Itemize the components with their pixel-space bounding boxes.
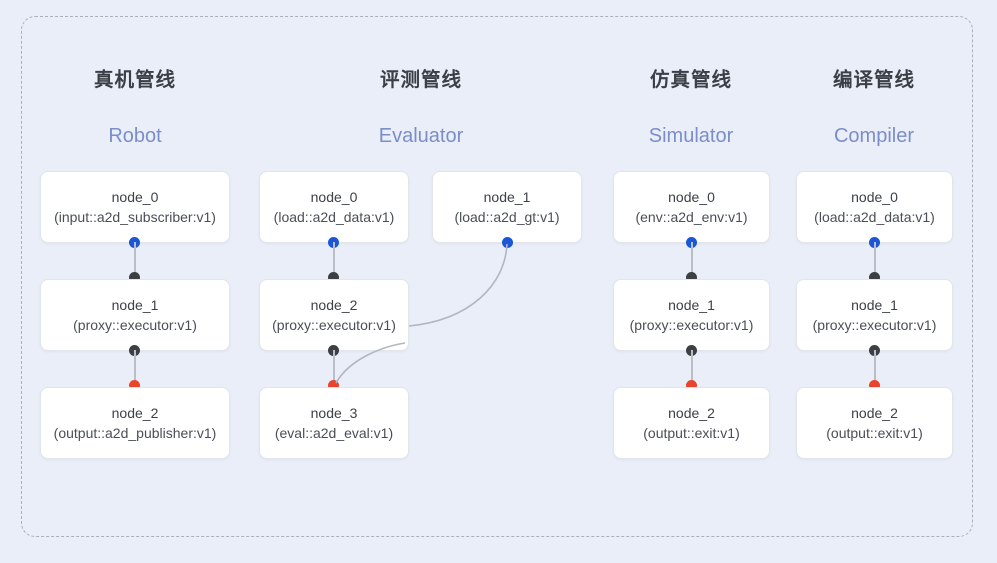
node-evaluator-2[interactable]: node_2 (proxy::executor:v1) (259, 279, 409, 351)
port-dot-input-simulator-1 (686, 272, 697, 283)
node-name: node_1 (668, 297, 715, 313)
column-title-simulator: 仿真管线 (649, 69, 732, 91)
node-robot-2[interactable]: node_2 (output::a2d_publisher:v1) (40, 387, 230, 459)
column-subtitle-simulator: Simulator (648, 125, 734, 147)
node-evaluator-0[interactable]: node_0 (load::a2d_data:v1) (259, 171, 409, 243)
node-type: (proxy::executor:v1) (272, 317, 396, 333)
node-name: node_0 (668, 189, 715, 205)
edge-compiler-1-2 (874, 350, 876, 386)
node-name: node_0 (851, 189, 898, 205)
node-type: (load::a2d_gt:v1) (454, 209, 560, 225)
node-simulator-2[interactable]: node_2 (output::exit:v1) (613, 387, 770, 459)
node-type: (input::a2d_subscriber:v1) (54, 209, 216, 225)
port-dot-input-evaluator-3 (328, 380, 339, 391)
column-subtitle-robot: Robot (108, 125, 162, 147)
edge-simulator-0-1 (691, 242, 693, 278)
edge-evaluator-0-2 (333, 242, 335, 278)
node-type: (load::a2d_data:v1) (273, 209, 395, 225)
node-name: node_0 (111, 189, 159, 205)
node-simulator-1[interactable]: node_1 (proxy::executor:v1) (613, 279, 770, 351)
node-name: node_1 (111, 297, 159, 313)
port-dot-input-compiler-1 (869, 272, 880, 283)
edge-simulator-1-2 (691, 350, 693, 386)
node-type: (eval::a2d_eval:v1) (274, 425, 394, 441)
port-dot-output-evaluator-1 (502, 237, 513, 248)
node-compiler-1[interactable]: node_1 (proxy::executor:v1) (796, 279, 953, 351)
column-subtitle-evaluator: Evaluator (378, 125, 464, 147)
edge-robot-1-2 (134, 350, 136, 386)
edge-compiler-0-1 (874, 242, 876, 278)
port-dot-input-evaluator-2 (328, 272, 339, 283)
node-simulator-0[interactable]: node_0 (env::a2d_env:v1) (613, 171, 770, 243)
column-subtitle-compiler: Compiler (833, 125, 915, 147)
port-dot-input-robot-1 (129, 272, 140, 283)
node-name: node_3 (310, 405, 358, 421)
node-type: (output::a2d_publisher:v1) (53, 425, 217, 441)
node-name: node_2 (668, 405, 715, 421)
node-robot-1[interactable]: node_1 (proxy::executor:v1) (40, 279, 230, 351)
node-evaluator-1[interactable]: node_1 (load::a2d_gt:v1) (432, 171, 582, 243)
node-compiler-2[interactable]: node_2 (output::exit:v1) (796, 387, 953, 459)
column-title-compiler: 编译管线 (832, 69, 915, 91)
node-type: (output::exit:v1) (643, 425, 740, 441)
column-title-evaluator: 评测管线 (379, 69, 462, 91)
node-name: node_1 (483, 189, 531, 205)
node-type: (proxy::executor:v1) (73, 317, 197, 333)
column-title-robot: 真机管线 (93, 69, 176, 91)
node-type: (load::a2d_data:v1) (814, 209, 935, 225)
node-name: node_0 (310, 189, 358, 205)
port-dot-input-simulator-2 (686, 380, 697, 391)
node-compiler-0[interactable]: node_0 (load::a2d_data:v1) (796, 171, 953, 243)
node-type: (env::a2d_env:v1) (635, 209, 748, 225)
port-dot-input-compiler-2 (869, 380, 880, 391)
node-name: node_2 (310, 297, 358, 313)
node-type: (proxy::executor:v1) (629, 317, 754, 333)
node-evaluator-3[interactable]: node_3 (eval::a2d_eval:v1) (259, 387, 409, 459)
node-name: node_2 (851, 405, 898, 421)
port-dot-input-robot-2 (129, 380, 140, 391)
edge-evaluator-2-3 (333, 350, 335, 386)
curve-evaluator-gt-to-executor (408, 243, 508, 327)
node-type: (output::exit:v1) (826, 425, 923, 441)
node-robot-0[interactable]: node_0 (input::a2d_subscriber:v1) (40, 171, 230, 243)
edge-robot-0-1 (134, 242, 136, 278)
node-name: node_2 (111, 405, 159, 421)
node-name: node_1 (851, 297, 898, 313)
node-type: (proxy::executor:v1) (812, 317, 937, 333)
